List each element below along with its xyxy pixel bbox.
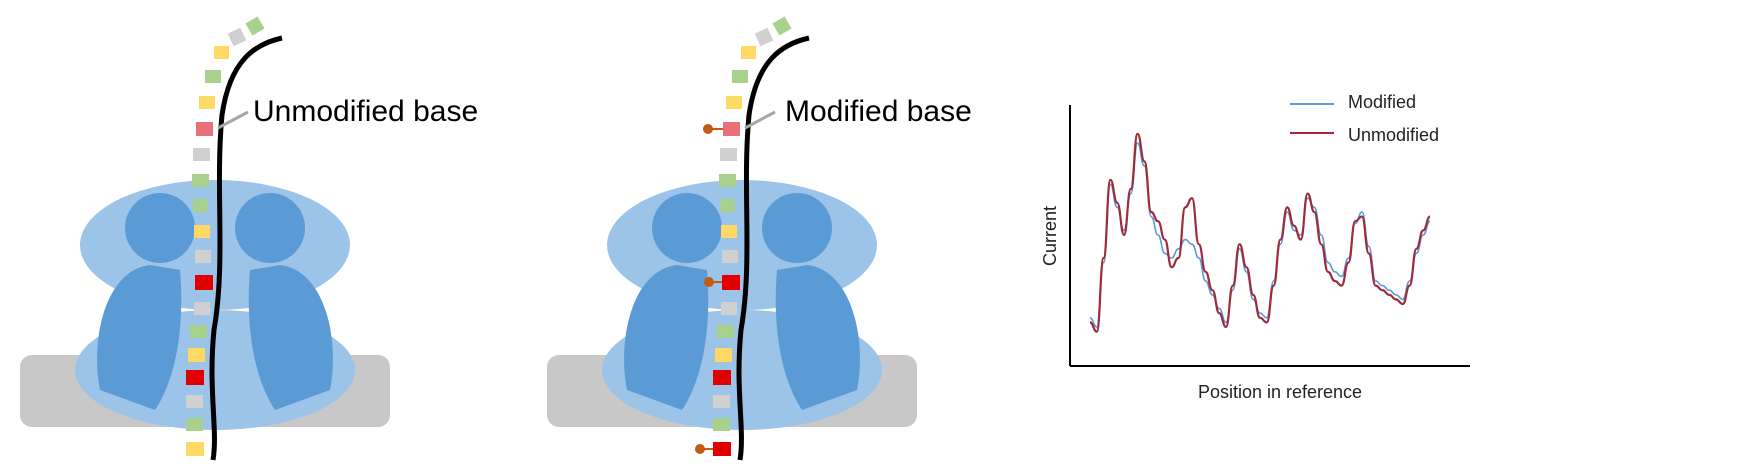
nanopore-unmodified-panel: Unmodified base [20,16,478,461]
pointer-arrow [217,110,249,130]
label-unmodified-base: Unmodified base [253,95,478,128]
nanopore-protein [75,180,355,430]
legend: Modified Unmodified [1290,92,1439,145]
label-modified-base: Modified base [785,95,972,128]
methyl-modifications [695,124,723,454]
x-axis-label: Position in reference [1198,382,1362,402]
modification-marker [695,444,705,454]
base-sequence [186,16,265,456]
dna-strand [736,35,810,461]
legend-label-unmodified: Unmodified [1348,125,1439,145]
series-line-unmodified [1089,132,1431,333]
dna-strand [209,35,283,461]
current-trace-chart: Current Position in reference Modified U… [1040,92,1470,402]
series-line-modified [1089,142,1431,328]
nanopore-modified-panel: Modified base [547,16,972,461]
modification-marker [704,277,714,287]
y-axis-label: Current [1040,206,1060,266]
series-layer [1089,132,1431,333]
legend-label-modified: Modified [1348,92,1416,112]
pointer-arrow [744,110,776,130]
base-sequence [713,16,792,456]
modification-marker [703,124,713,134]
